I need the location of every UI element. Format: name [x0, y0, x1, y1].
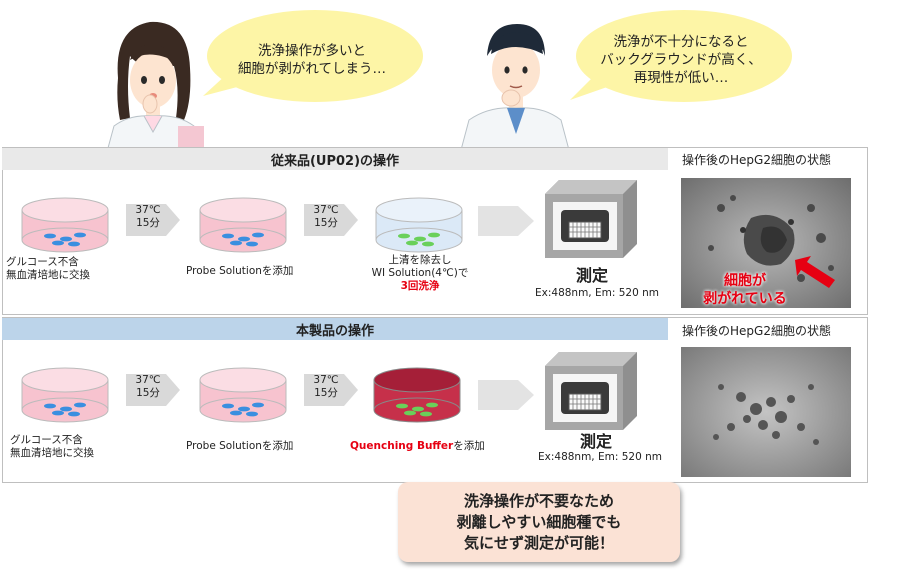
conv-measure-sub: Ex:488nm, Em: 520 nm: [535, 287, 659, 299]
conv-process-arrow: [478, 206, 534, 236]
prod-measure-title: 測定: [580, 432, 613, 451]
callout-line2: 剥離しやすい細胞種でも: [456, 512, 622, 531]
woman-scientist-illustration: [107, 21, 204, 148]
petri-dish-medium-icon: [21, 367, 109, 423]
speech-bubble-left: 洗浄操作が多いと 細胞が剥がれてしまう…: [197, 4, 427, 116]
benefit-callout: 洗浄操作が不要なため 剥離しやすい細胞種でも 気にせず測定が可能！: [398, 482, 680, 562]
conv-step2-label: Probe Solutionを添加: [186, 265, 294, 277]
petri-dish-washed-icon: [375, 197, 463, 253]
conv-step3-label: 上清を除去し WI Solution(4℃)で 3回洗浄: [371, 254, 469, 292]
micrograph-image: [681, 347, 851, 477]
callout-line3: 気にせず測定が可能！: [463, 533, 614, 552]
conventional-title-bar: 従来品(UP02)の操作: [2, 148, 668, 170]
product-title: 本製品の操作: [295, 323, 374, 339]
callout-line1: 洗浄操作が不要なため: [463, 491, 614, 510]
petri-dish-medium-icon: [21, 197, 109, 253]
speech-bubble-shape: [203, 10, 423, 102]
red-arrow-icon: [795, 256, 835, 288]
plate-reader-icon: [545, 352, 637, 430]
prod-step2-label: Probe Solutionを添加: [186, 440, 294, 452]
prod-step1-label: グルコース不含 無血清培地に交換: [10, 434, 94, 459]
prod-measure-sub: Ex:488nm, Em: 520 nm: [538, 451, 662, 463]
conventional-panel-title: 操作後のHepG2細胞の状態: [682, 153, 831, 167]
plate-reader-icon: [545, 180, 637, 258]
bubble-left-line2: 細胞が剥がれてしまう…: [237, 61, 387, 77]
man-scientist-illustration: [460, 24, 570, 150]
conventional-section-frame: [2, 147, 868, 315]
micrograph-image: [681, 178, 851, 308]
prod-process-arrow: [478, 380, 534, 410]
bubble-right-line2: バックグラウンドが高く、: [600, 52, 762, 68]
product-title-bar: 本製品の操作: [2, 318, 668, 340]
petri-dish-probe-icon: [199, 197, 287, 253]
petri-dish-quenching-icon: [373, 367, 461, 423]
petri-dish-probe-icon: [199, 367, 287, 423]
conventional-title: 従来品(UP02)の操作: [270, 153, 400, 169]
prod-step3-label: Quenching Bufferを添加: [350, 440, 485, 452]
bubble-right-line1: 洗浄が不十分になると: [613, 34, 749, 50]
product-panel-title: 操作後のHepG2細胞の状態: [682, 324, 831, 338]
conv-hepg2-micrograph: 細胞が 剥がれている: [681, 178, 851, 308]
prod-hepg2-micrograph: [681, 347, 851, 477]
bubble-left-line1: 洗浄操作が多いと: [258, 43, 366, 59]
conv-measure-title: 測定: [576, 266, 609, 285]
speech-bubble-right: 洗浄が不十分になると バックグラウンドが高く、 再現性が低い…: [566, 4, 796, 116]
conv-step1-label: グルコース不含 無血清培地に交換: [6, 256, 90, 281]
conv-micro-note: 細胞が 剥がれている: [703, 273, 787, 307]
bubble-right-line3: 再現性が低い…: [633, 70, 729, 86]
speech-bubble-shape: [570, 10, 792, 102]
